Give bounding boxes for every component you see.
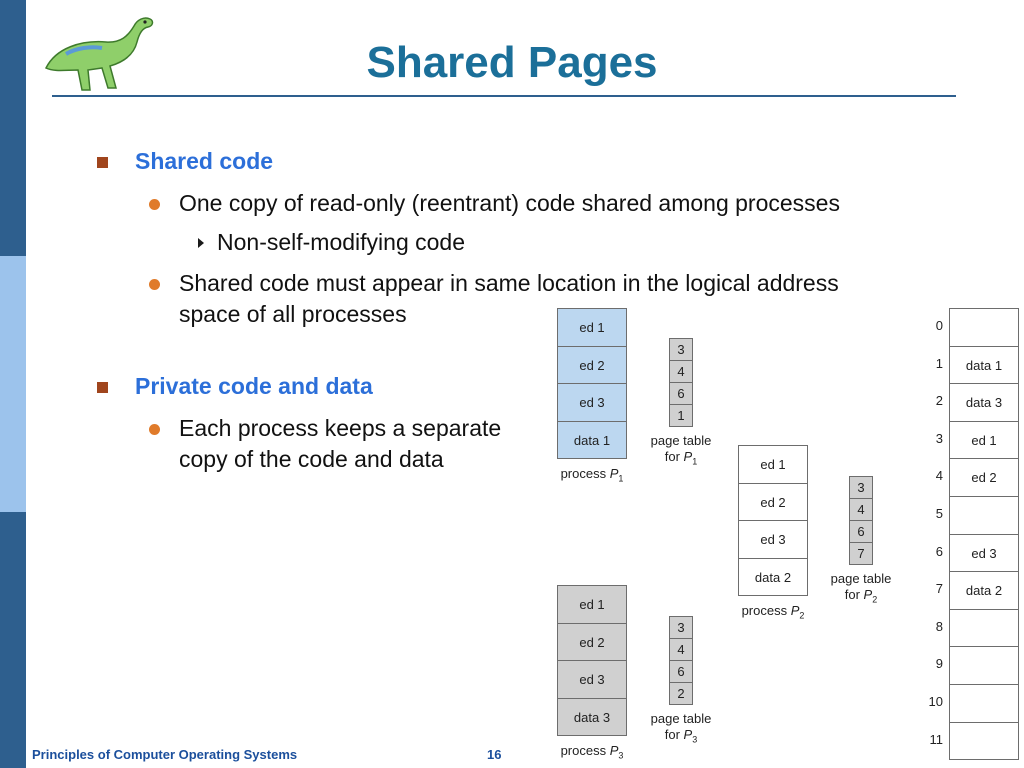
footer-page-number: 16: [487, 747, 502, 762]
frame-number: 11: [929, 731, 944, 747]
logical-page: data 1: [557, 420, 627, 459]
logical-page: ed 3: [738, 520, 808, 559]
physical-frame: data 1: [949, 345, 1019, 385]
frame-number: 8: [935, 618, 943, 634]
physical-frame: [949, 496, 1019, 535]
frame-number: 0: [935, 318, 943, 333]
circle-bullet-icon: [149, 199, 160, 210]
arrow-bullet-icon: [198, 238, 204, 248]
bullet-one-copy: One copy of read-only (reentrant) code s…: [179, 190, 840, 216]
logical-page: ed 2: [557, 622, 627, 661]
bullet-non-self-modifying: Non-self-modifying code: [217, 229, 466, 255]
frame-number: 3: [935, 430, 943, 446]
logical-page: ed 3: [557, 383, 627, 422]
bullet-private-code: Private code and data: [135, 373, 373, 399]
physical-frame: [949, 646, 1019, 685]
bullet-same-location-line2: space of all processes: [179, 301, 407, 327]
bullet-shared-code: Shared code: [135, 148, 274, 174]
frame-number: 7: [935, 581, 943, 597]
frame-number: 2: [935, 393, 943, 409]
physical-frame: [949, 684, 1019, 723]
frame-number: 10: [928, 694, 943, 709]
page-table-entry: 6: [669, 660, 693, 683]
left-bar-middle: [0, 256, 26, 512]
left-bar-bottom: [0, 512, 26, 768]
process-label: process P3: [560, 743, 624, 761]
logical-page: ed 2: [738, 482, 808, 521]
slide-title: Shared Pages: [366, 38, 658, 87]
left-accent-bar: [0, 0, 26, 768]
bullet-separate-copy-line1: Each process keeps a separate: [179, 415, 502, 441]
physical-frame: ed 2: [949, 458, 1019, 497]
page-table-entry: 4: [669, 638, 693, 661]
page-table-entry: 4: [849, 498, 873, 521]
logical-page: ed 1: [557, 585, 627, 624]
physical-frame: ed 1: [949, 420, 1019, 460]
logical-page: ed 1: [557, 308, 627, 347]
process-label: process P1: [560, 466, 624, 484]
frame-number: 4: [935, 468, 943, 484]
page-table-entry: 4: [669, 360, 693, 383]
frame-number: 6: [935, 543, 943, 559]
physical-frame: data 2: [949, 571, 1019, 610]
logical-page: ed 1: [738, 445, 808, 484]
frame-number: 1: [935, 355, 943, 371]
bullet-separate-copy-line2: copy of the code and data: [179, 446, 444, 472]
physical-frame: [949, 308, 1019, 347]
left-bar-top: [0, 0, 26, 256]
circle-bullet-icon: [149, 424, 160, 435]
logical-page: ed 3: [557, 660, 627, 699]
page-table-entry: 6: [849, 520, 873, 543]
logical-page: data 3: [557, 697, 627, 736]
bullet-same-location-line1: Shared code must appear in same location…: [179, 270, 839, 296]
square-bullet-icon: [97, 157, 108, 168]
physical-frame: [949, 608, 1019, 648]
process-label: process P2: [741, 603, 805, 621]
footer-course-title: Principles of Computer Operating Systems: [32, 747, 298, 762]
page-table-entry: 1: [669, 404, 693, 427]
physical-frame: [949, 721, 1019, 761]
logical-page: ed 2: [557, 345, 627, 384]
logical-page: data 2: [738, 557, 808, 596]
page-table-entry: 7: [849, 542, 873, 565]
square-bullet-icon: [97, 382, 108, 393]
frame-number: 9: [935, 656, 943, 672]
page-table-entry: 3: [849, 476, 873, 499]
dinosaur-logo-icon: [44, 17, 154, 91]
page-table-entry: 6: [669, 382, 693, 405]
physical-frame: ed 3: [949, 533, 1019, 573]
page-table-entry: 2: [669, 682, 693, 705]
page-table-entry: 3: [669, 338, 693, 361]
frame-number: 5: [935, 506, 943, 521]
page-table-entry: 3: [669, 616, 693, 639]
title-divider: [52, 95, 956, 97]
physical-frame: data 3: [949, 383, 1019, 422]
circle-bullet-icon: [149, 279, 160, 290]
